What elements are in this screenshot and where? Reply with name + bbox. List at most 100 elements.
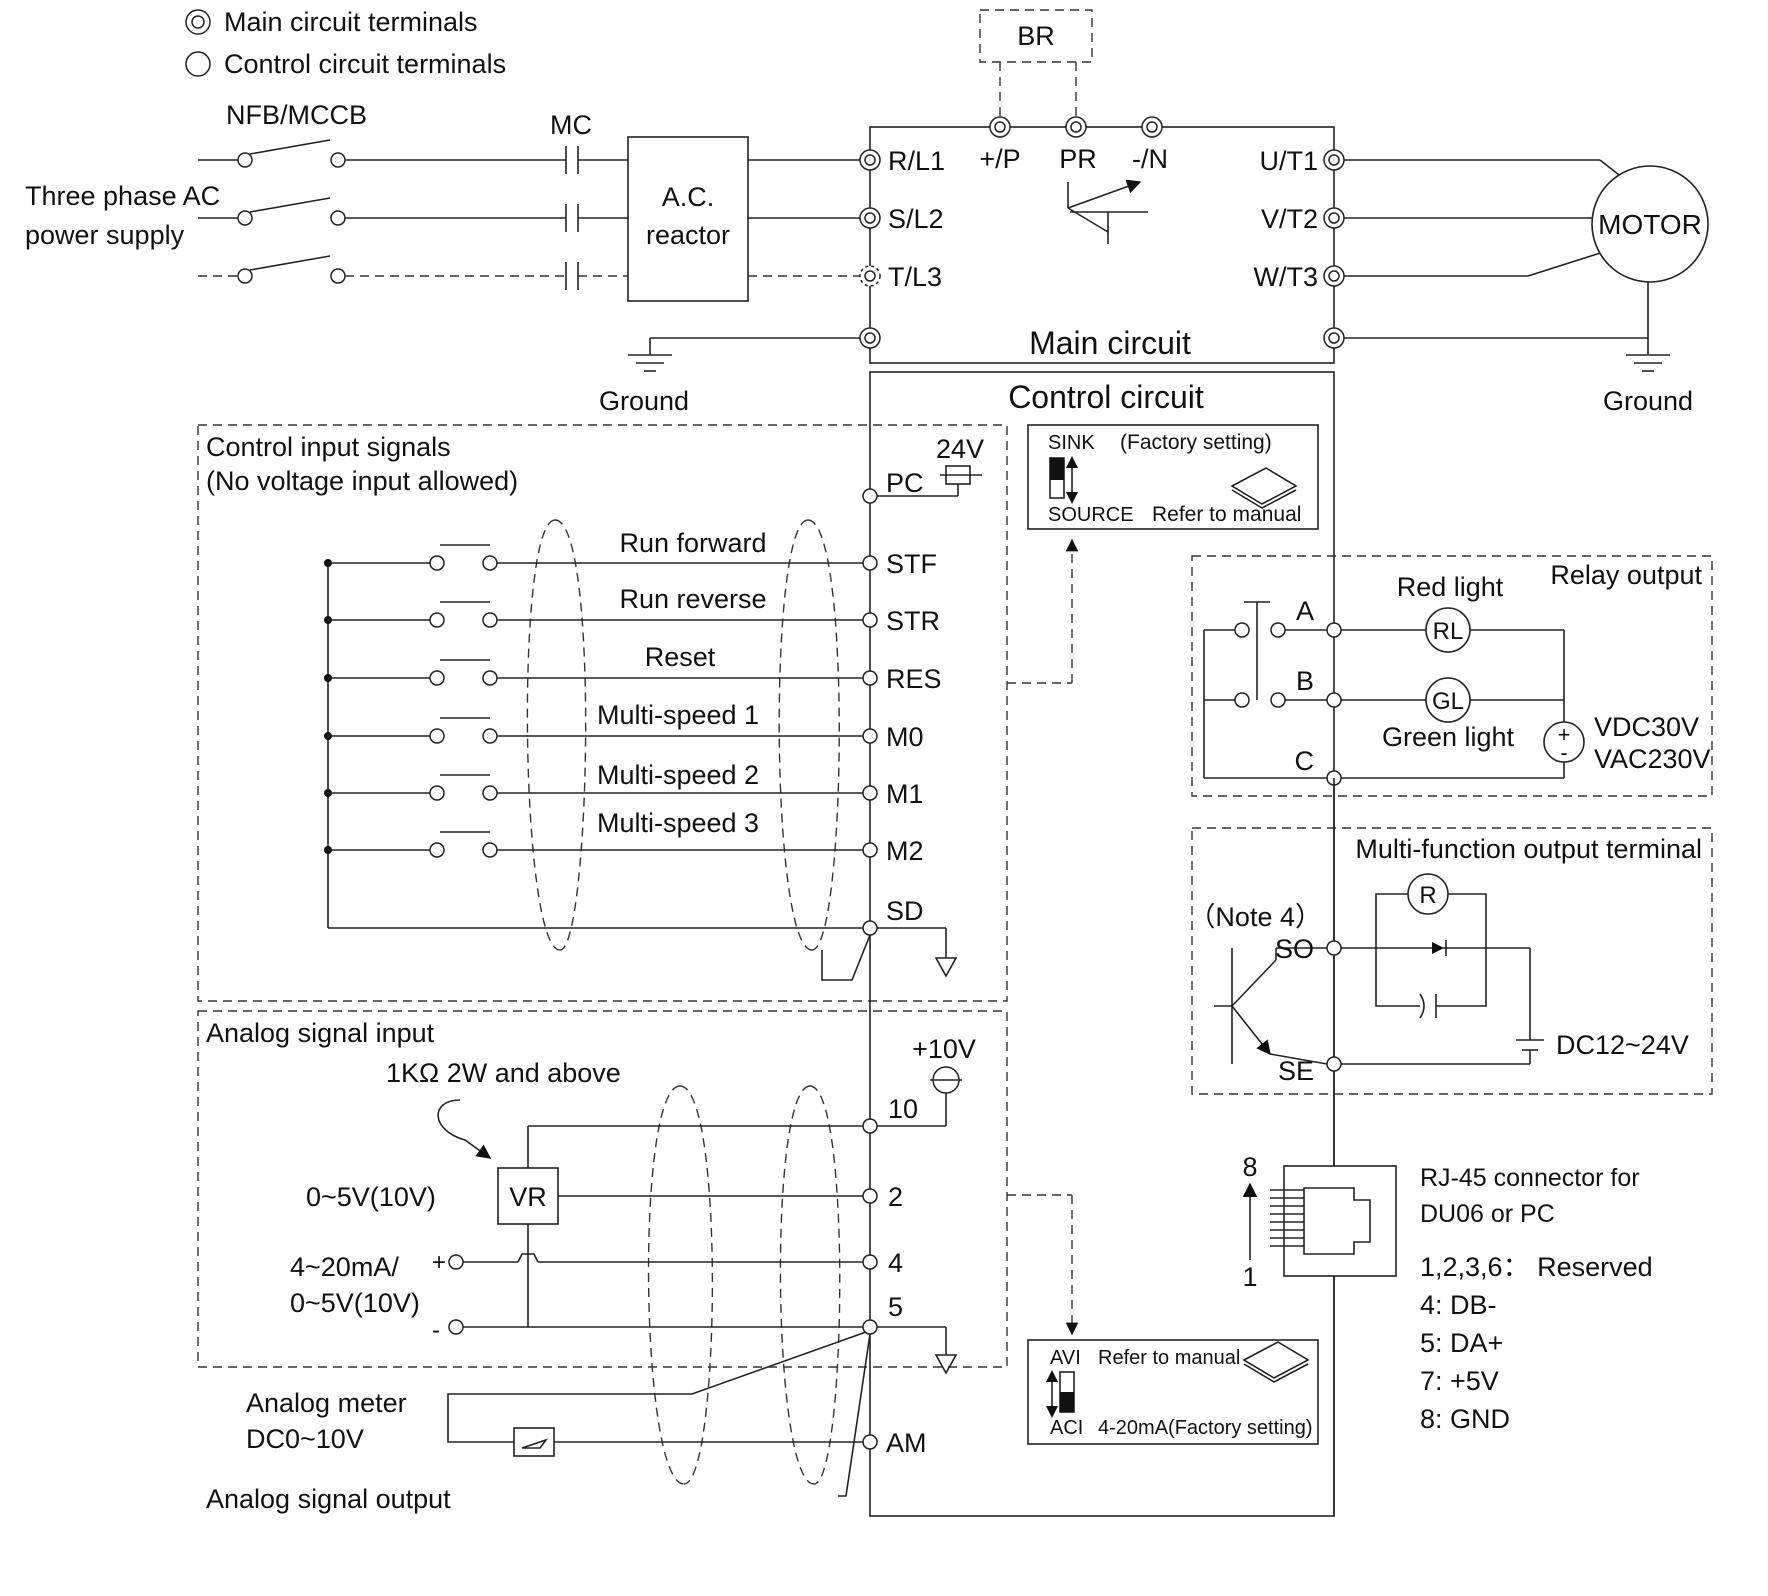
input-row-multi-speed-3: Multi-speed 3 M2: [324, 808, 924, 866]
supply-10v-label: +10V: [912, 1034, 976, 1064]
terminal-stf: STF: [886, 549, 937, 579]
terminal-s-l2: S/L2: [888, 204, 944, 234]
contactor-label: MC: [550, 110, 592, 140]
multifunction-title: Multi-function output terminal: [1355, 834, 1702, 864]
analog-output-group: Analog meter DC0~10V Analog signal outpu…: [206, 1331, 927, 1514]
legend-main-terminals: Main circuit terminals: [224, 7, 478, 37]
current-input-line2: 0~5V(10V): [290, 1288, 420, 1318]
ground-left-label: Ground: [599, 386, 689, 416]
terminal-am: AM: [886, 1428, 927, 1458]
legend-control-terminals: Control circuit terminals: [224, 49, 506, 79]
signal-multi-speed-3: Multi-speed 3: [597, 808, 759, 838]
terminal-sd: SD: [886, 896, 924, 926]
terminal-2: 2: [888, 1182, 903, 1212]
input-row-run-reverse: Run reverse STR: [324, 584, 940, 636]
relay-coil-label: R: [1419, 882, 1436, 909]
relay-terminal-c: C: [1295, 746, 1315, 776]
rj45-pin-bottom: 1: [1242, 1262, 1257, 1292]
control-input-title-line1: Control input signals: [206, 432, 451, 462]
brake-resistor: BR: [979, 9, 1093, 118]
main-circuit: Main circuit R/L1 S/L2 T/L3 +/P PR -/N U…: [859, 116, 1648, 364]
sink-label: SINK: [1048, 432, 1095, 454]
reactor-label-line2: reactor: [646, 220, 730, 250]
relay-supply-minus: -: [1560, 740, 1567, 765]
input-row-multi-speed-2: Multi-speed 2 M1: [324, 760, 924, 809]
red-light-symbol-label: RL: [1433, 618, 1464, 645]
note-4-label: （Note 4）: [1188, 902, 1322, 932]
sink-source-switch-box: [1027, 424, 1319, 530]
rj45-pin-top: 8: [1242, 1152, 1257, 1182]
manual-book-icon-2: [1242, 1341, 1310, 1383]
relay-output-title: Relay output: [1550, 560, 1702, 590]
control-terminal-legend-icon: [185, 51, 211, 77]
control-input-title-line2: (No voltage input allowed): [206, 466, 518, 496]
supply-label-line2: power supply: [25, 220, 185, 250]
ac-reactor-box: [627, 136, 749, 302]
relay-output-group: Relay output A B C Red light RL GL Green…: [1191, 555, 1713, 797]
analog-input-title: Analog signal input: [206, 1018, 435, 1048]
analog-input-group: Analog signal input 1KΩ 2W and above +10…: [197, 1010, 1008, 1485]
rj45-pin-reserved: 1,2,3,6： Reserved: [1420, 1252, 1653, 1282]
power-supply: NFB/MCCB MC Three phase AC power supply: [25, 100, 862, 416]
terminal-m1: M1: [886, 779, 924, 809]
pot-spec-label: 1KΩ 2W and above: [386, 1058, 621, 1088]
ground-right-label: Ground: [1603, 386, 1693, 416]
motor-symbol: [1591, 165, 1709, 283]
terminal-str: STR: [886, 606, 940, 636]
terminal-v-t2: V/T2: [1261, 204, 1318, 234]
rj45-title-line1: RJ-45 connector for: [1420, 1164, 1640, 1192]
terminal-t-l3: T/L3: [888, 262, 942, 292]
manual-book-icon: [1230, 467, 1298, 509]
terminal-so: SO: [1275, 934, 1314, 964]
legend: Main circuit terminals Control circuit t…: [185, 7, 506, 79]
multifunction-supply-label: DC12~24V: [1556, 1030, 1689, 1060]
supply-24v-label: 24V: [936, 434, 984, 464]
signal-run-reverse: Run reverse: [619, 584, 766, 614]
motor-label: MOTOR: [1598, 209, 1702, 240]
analog-output-title: Analog signal output: [206, 1484, 451, 1514]
terminal-w-t3: W/T3: [1254, 262, 1319, 292]
terminal-pr: PR: [1059, 144, 1097, 174]
potentiometer-label: VR: [509, 1182, 547, 1212]
factory-setting-label: (Factory setting): [1120, 431, 1272, 454]
terminal-m0: M0: [886, 722, 924, 752]
current-input-line1: 4~20mA/: [290, 1252, 399, 1282]
control-circuit-box: [869, 371, 1335, 1517]
signal-multi-speed-1: Multi-speed 1: [597, 700, 759, 730]
rj45-title-line2: DU06 or PC: [1420, 1200, 1555, 1228]
breaker-label: NFB/MCCB: [226, 100, 367, 130]
input-row-run-forward: Run forward STF: [324, 528, 937, 579]
rj45-connector: [1283, 1165, 1397, 1277]
control-circuit-title: Control circuit: [1008, 379, 1204, 415]
relay-supply-line2: VAC230V: [1594, 744, 1711, 774]
brake-resistor-label: BR: [1017, 21, 1055, 51]
terminal-plus-p: +/P: [979, 144, 1020, 174]
motor: MOTOR Ground: [1591, 165, 1709, 416]
supply-label-line1: Three phase AC: [25, 181, 220, 211]
refer-manual-label: Refer to manual: [1152, 503, 1301, 526]
main-circuit-title: Main circuit: [1029, 325, 1191, 361]
relay-terminal-b: B: [1296, 666, 1314, 696]
terminal-5: 5: [888, 1292, 903, 1322]
voltage-range-label: 0~5V(10V): [306, 1182, 436, 1212]
meter-label-line1: Analog meter: [246, 1388, 407, 1418]
input-row-multi-speed-1: Multi-speed 1 M0: [324, 700, 924, 752]
plus-sign-4: +: [432, 1249, 446, 1276]
terminal-res: RES: [886, 664, 942, 694]
main-circuit-box: [869, 126, 1335, 364]
green-light-label: Green light: [1382, 722, 1515, 752]
meter-label-line2: DC0~10V: [246, 1424, 364, 1454]
rj45-group: 8 1 RJ-45 connector for DU06 or PC 1,2,3…: [1242, 1071, 1653, 1516]
terminal-se: SE: [1278, 1056, 1314, 1086]
terminal-pc: PC: [886, 468, 924, 498]
rj45-pin-4: 4: DB-: [1420, 1290, 1497, 1320]
relay-terminal-a: A: [1296, 596, 1314, 626]
rj45-pin-7: 7: +5V: [1420, 1366, 1499, 1396]
avi-label: AVI: [1050, 1347, 1081, 1369]
rj45-pin-5: 5: DA+: [1420, 1328, 1503, 1358]
avi-aci-switch-box: [1027, 1339, 1319, 1445]
minus-sign-5: -: [432, 1317, 440, 1344]
aci-factory-setting-label: 4-20mA(Factory setting): [1098, 1417, 1313, 1439]
analog-meter-symbol: [513, 1427, 555, 1457]
